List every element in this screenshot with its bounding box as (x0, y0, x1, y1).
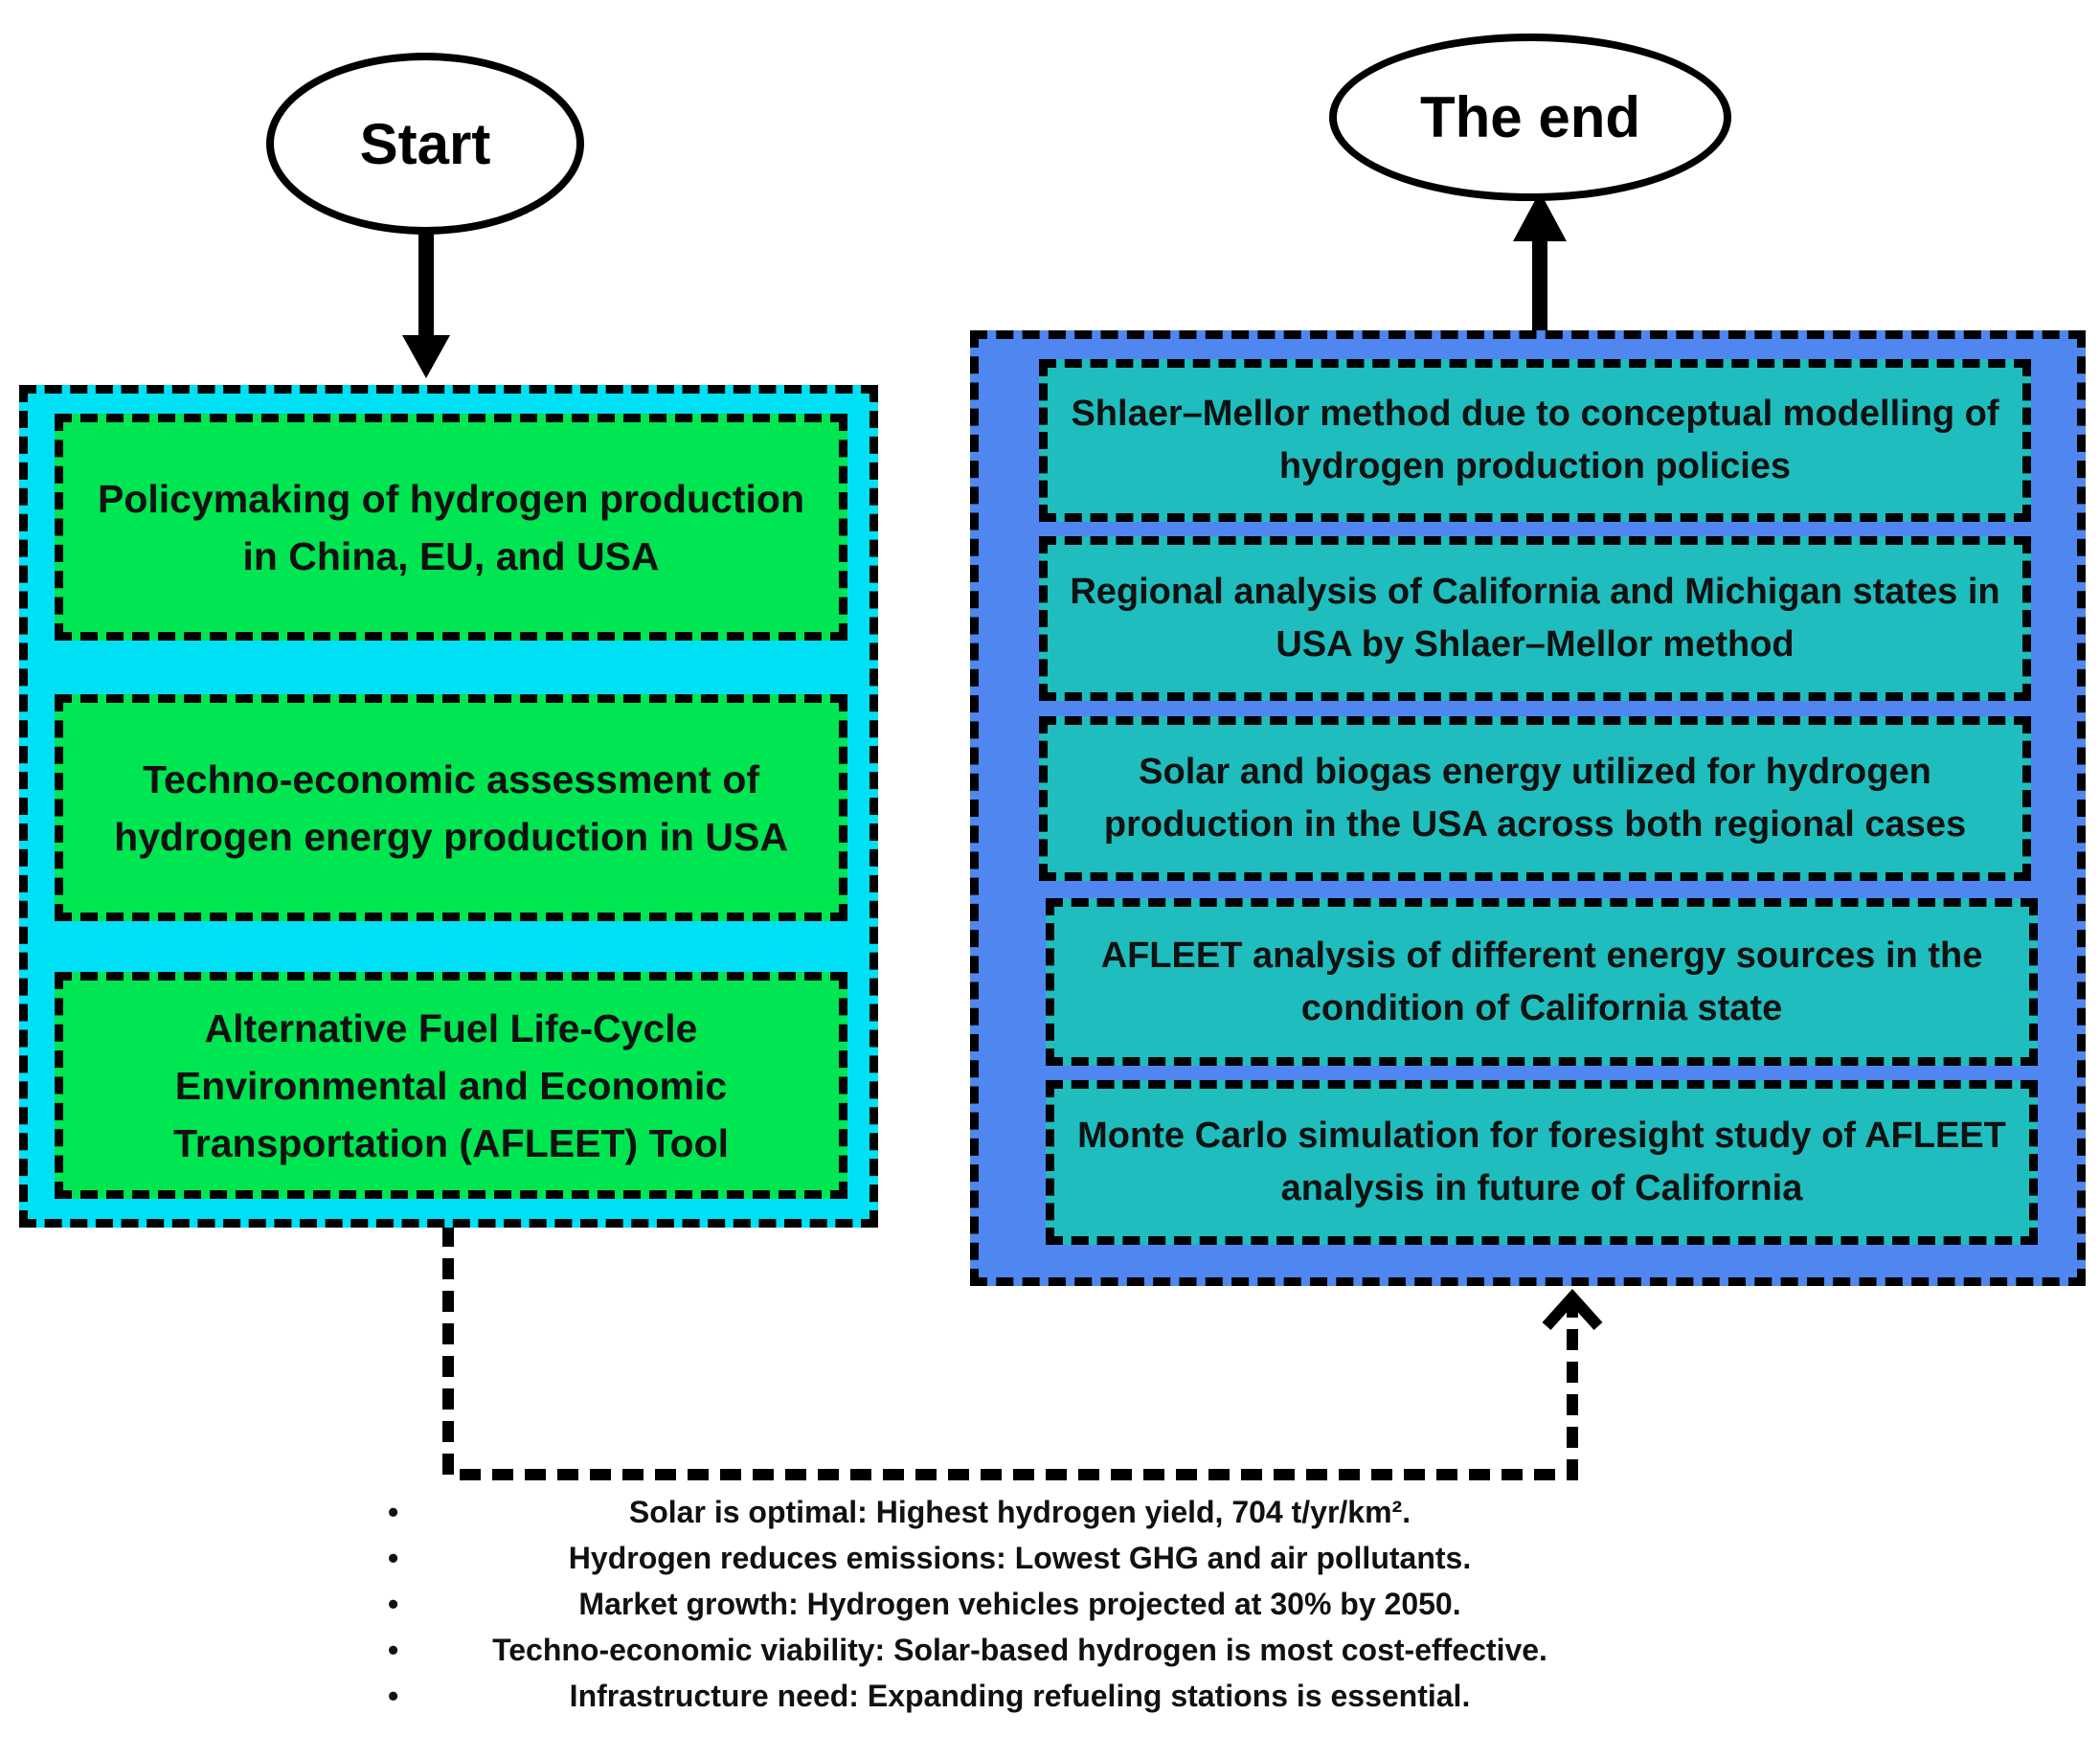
finding-item: • Techno-economic viability: Solar-based… (388, 1627, 1652, 1673)
bullet-icon: • (388, 1541, 399, 1575)
left-step-1: Policymaking of hydrogen production in C… (55, 414, 847, 641)
right-step-4-text: AFLEET analysis of different energy sour… (1100, 935, 1983, 1028)
finding-item: • Hydrogen reduces emissions: Lowest GHG… (388, 1535, 1652, 1581)
bullet-icon: • (388, 1633, 399, 1667)
start-to-left-arrow (402, 220, 450, 378)
bullet-icon: • (388, 1587, 399, 1621)
left-step-1-text: Policymaking of hydrogen production in C… (97, 476, 805, 578)
left-step-3-text: Alternative Fuel Life-Cycle Environmenta… (172, 1005, 730, 1165)
right-step-5: Monte Carlo simulation for foresight stu… (1046, 1080, 2038, 1245)
right-step-4: AFLEET analysis of different energy sour… (1046, 898, 2038, 1066)
finding-text: Techno-economic viability: Solar-based h… (492, 1633, 1547, 1667)
left-to-right-dashed-connector (442, 1226, 1603, 1480)
finding-text: Hydrogen reduces emissions: Lowest GHG a… (568, 1541, 1472, 1575)
right-step-2-text: Regional analysis of California and Mich… (1070, 572, 2000, 665)
finding-item: • Market growth: Hydrogen vehicles proje… (388, 1581, 1652, 1627)
right-step-5-text: Monte Carlo simulation for foresight stu… (1077, 1116, 2006, 1208)
right-to-end-arrow (1513, 192, 1567, 330)
finding-item: • Infrastructure need: Expanding refueli… (388, 1673, 1652, 1719)
finding-text: Infrastructure need: Expanding refueling… (569, 1679, 1471, 1713)
finding-text: Solar is optimal: Highest hydrogen yield… (628, 1495, 1411, 1529)
right-step-1: Shlaer–Mellor method due to conceptual m… (1039, 359, 2031, 522)
right-step-1-text: Shlaer–Mellor method due to conceptual m… (1071, 394, 1999, 486)
right-step-3-text: Solar and biogas energy utilized for hyd… (1103, 752, 1967, 845)
bullet-icon: • (388, 1679, 399, 1713)
start-label: Start (359, 111, 491, 176)
end-terminal: The end (1329, 34, 1731, 201)
finding-text: Market growth: Hydrogen vehicles project… (578, 1587, 1461, 1621)
right-step-3: Solar and biogas energy utilized for hyd… (1039, 716, 2031, 881)
left-step-3: Alternative Fuel Life-Cycle Environmenta… (55, 972, 847, 1199)
bullet-icon: • (388, 1495, 399, 1529)
left-step-2-text: Techno-economic assessment of hydrogen e… (114, 756, 788, 859)
right-step-2: Regional analysis of California and Mich… (1039, 536, 2031, 701)
start-terminal: Start (266, 53, 584, 235)
end-label: The end (1419, 85, 1640, 149)
finding-item: • Solar is optimal: Highest hydrogen yie… (388, 1489, 1652, 1535)
key-findings-list: • Solar is optimal: Highest hydrogen yie… (388, 1489, 1652, 1719)
left-step-2: Techno-economic assessment of hydrogen e… (55, 694, 847, 921)
